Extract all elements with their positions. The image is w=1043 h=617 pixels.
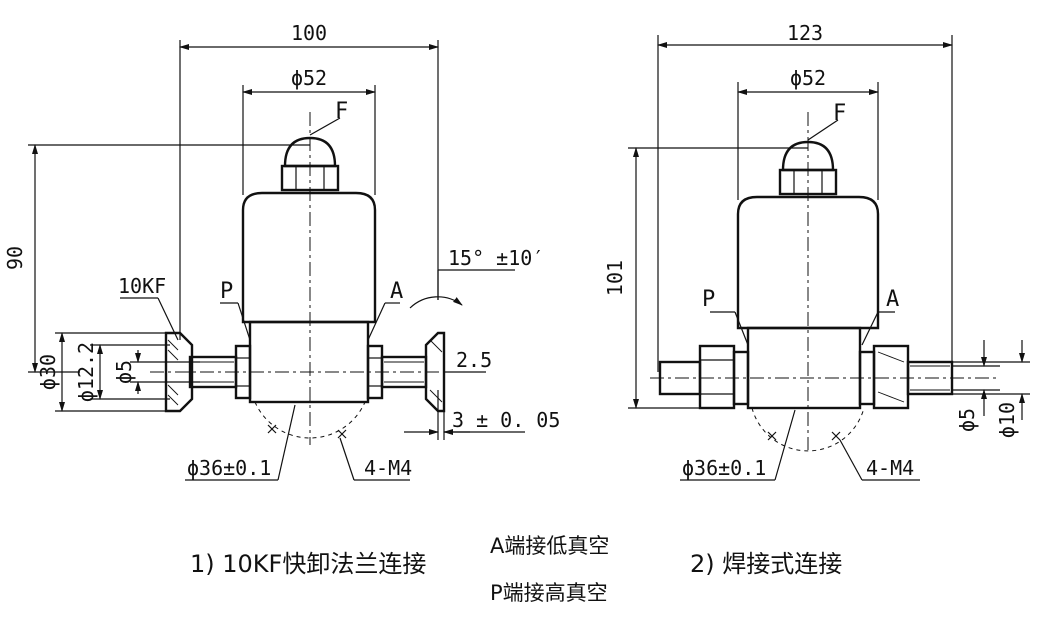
dim-phi52-left: ϕ52 bbox=[291, 66, 327, 90]
label-f-left: F bbox=[335, 99, 348, 124]
dim-width-100: 100 bbox=[291, 21, 327, 45]
right-valve-view bbox=[628, 35, 1030, 481]
caption-left: 1) 10KF快卸法兰连接 bbox=[190, 550, 426, 578]
valve-body bbox=[248, 320, 370, 404]
label-a-right: A bbox=[886, 287, 899, 312]
weld-tube-right bbox=[906, 360, 954, 396]
dim-thickness-3: 3 ± 0. 05 bbox=[452, 408, 560, 432]
dim-phi52-right: ϕ52 bbox=[790, 66, 826, 90]
bolt-circle-left bbox=[254, 401, 366, 439]
bolt-circle-right bbox=[751, 407, 865, 452]
label-p-left: P bbox=[220, 279, 233, 304]
dim-bolt-circle-right: ϕ36±0.1 bbox=[682, 456, 766, 480]
dim-gap-2-5: 2.5 bbox=[456, 348, 492, 372]
dim-phi30: ϕ30 bbox=[36, 354, 60, 390]
caption-right: 2) 焊接式连接 bbox=[690, 550, 842, 578]
dome-cap bbox=[283, 136, 337, 168]
dim-width-123: 123 bbox=[787, 21, 823, 45]
valve-body-right bbox=[746, 326, 862, 410]
dim-phi12-2: ϕ12.2 bbox=[74, 342, 98, 402]
dim-phi5-left: ϕ5 bbox=[112, 360, 136, 384]
note-a-port: A端接低真空 bbox=[490, 534, 609, 558]
dim-bolt-circle-left: ϕ36±0.1 bbox=[187, 456, 271, 480]
dim-height-101: 101 bbox=[603, 260, 627, 296]
label-a-left: A bbox=[390, 279, 403, 304]
weld-fitting-left bbox=[698, 344, 736, 410]
note-p-port: P端接高真空 bbox=[490, 581, 608, 605]
coil-body-right bbox=[736, 195, 880, 330]
dim-phi5-right: ϕ5 bbox=[955, 408, 979, 432]
label-10kf: 10KF bbox=[118, 274, 166, 298]
dim-phi10: ϕ10 bbox=[995, 402, 1019, 438]
hex-nut bbox=[280, 164, 340, 192]
dome-cap-right bbox=[781, 140, 835, 172]
hex-nut-right bbox=[778, 168, 838, 196]
coil-body bbox=[241, 191, 377, 324]
weld-tube-left bbox=[658, 360, 702, 396]
left-valve-view bbox=[28, 40, 525, 481]
dim-height-90: 90 bbox=[3, 246, 27, 270]
dim-thread-left: 4-M4 bbox=[364, 456, 412, 480]
label-f-right: F bbox=[833, 101, 846, 126]
label-p-right: P bbox=[702, 287, 715, 312]
dim-angle: 15° ±10′ bbox=[448, 246, 544, 270]
pipe-left bbox=[188, 355, 238, 389]
dim-thread-right: 4-M4 bbox=[866, 456, 914, 480]
weld-fitting-right bbox=[872, 344, 910, 410]
